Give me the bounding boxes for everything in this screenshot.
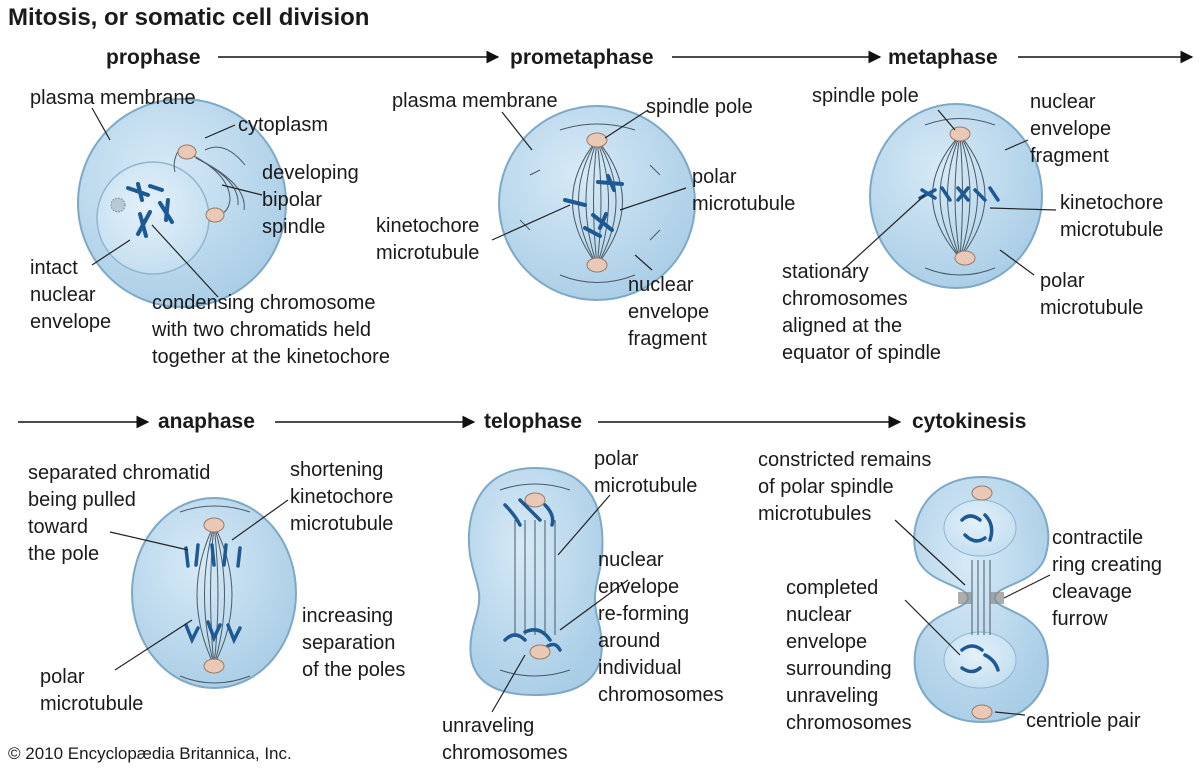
cytokinesis-cell [913, 475, 1050, 724]
label-plasma-membrane-prometaphase: plasma membrane [392, 90, 558, 112]
contractile-ring-left [958, 592, 972, 604]
phase-heading-prophase: prophase [106, 46, 201, 69]
label-kinetochore-microtubule-metaphase: kinetochore microtubule [1060, 192, 1164, 241]
label-cytoplasm: cytoplasm [238, 114, 329, 136]
cytokinesis-chromosomes [960, 513, 1000, 674]
contractile-ring-right [990, 592, 1004, 604]
cytokinesis-centriole-bottom [971, 704, 993, 720]
phase-heading-metaphase: metaphase [888, 46, 998, 69]
label-polar-microtubule-anaphase: polar microtubule [40, 666, 144, 715]
label-completed-nuclear-envelope: completed nuclear envelope surrounding u… [786, 577, 912, 734]
telophase-pole-top [524, 492, 546, 508]
prophase-spindle [173, 146, 246, 216]
prophase-centrosome-1 [177, 144, 197, 160]
label-kinetochore-microtubule-prometaphase: kinetochore microtubule [376, 215, 480, 264]
leader-lines [91, 107, 1057, 716]
prometaphase-chromosomes [563, 174, 624, 238]
cytokinesis-centriole-top [971, 485, 993, 501]
telophase-cell [467, 466, 604, 697]
label-polar-microtubule-prometaphase: polar microtubule [692, 166, 796, 215]
anaphase-chromosomes [184, 543, 242, 645]
label-nuclear-envelope-reforming: nuclear envelope re-forming around indiv… [598, 549, 724, 706]
metaphase-chromosomes [918, 186, 1000, 202]
label-plasma-membrane-prophase: plasma membrane [30, 87, 196, 109]
prometaphase-pole-bottom [586, 257, 608, 273]
label-separated-chromatid: separated chromatid being pulled toward … [28, 462, 211, 565]
label-spindle-pole-prometaphase: spindle pole [646, 96, 753, 118]
label-condensing-chromosome: condensing chromosome with two chromatid… [152, 292, 390, 368]
metaphase-pole-bottom [954, 250, 976, 266]
cytokinesis-nucleus-top [943, 499, 1017, 557]
phase-flow-arrows [18, 50, 1194, 429]
label-nuclear-envelope-fragment-prometaphase: nuclear envelope fragment [628, 274, 710, 350]
label-polar-microtubule-telophase: polar microtubule [594, 448, 698, 497]
copyright-notice: © 2010 Encyclopædia Britannica, Inc. [8, 744, 292, 763]
label-developing-bipolar-spindle: developing bipolar spindle [262, 162, 359, 238]
label-contractile-ring: contractile ring creating cleavage furro… [1052, 527, 1163, 630]
metaphase-pole-top [949, 126, 971, 142]
prophase-chromosomes [126, 182, 174, 238]
label-increasing-separation: increasing separation of the poles [302, 605, 406, 681]
metaphase-cell [869, 103, 1043, 289]
prophase-nucleolus [110, 197, 126, 213]
prometaphase-cell [498, 105, 696, 301]
prometaphase-pole-top [586, 132, 608, 148]
label-stationary-chromosomes: stationary chromosomes aligned at the eq… [782, 261, 942, 364]
telophase-pole-bottom [529, 644, 551, 660]
telophase-spindle [499, 483, 571, 677]
cytokinesis-nucleus-bottom [943, 631, 1017, 689]
anaphase-cell [131, 497, 297, 689]
phase-heading-telophase: telophase [484, 410, 583, 433]
prophase-nucleus [96, 161, 210, 275]
phase-heading-prometaphase: prometaphase [510, 46, 654, 69]
anaphase-spindle [179, 505, 251, 684]
label-intact-nuclear-envelope: intact nuclear envelope [30, 257, 112, 333]
prophase-cell [77, 98, 287, 308]
phase-heading-cytokinesis: cytokinesis [912, 410, 1027, 433]
label-nuclear-envelope-fragment-metaphase: nuclear envelope fragment [1030, 91, 1112, 167]
prophase-centrosome-2 [205, 207, 225, 223]
phase-heading-anaphase: anaphase [158, 410, 255, 433]
label-unraveling-chromosomes-telophase: unraveling chromosomes [442, 715, 568, 764]
label-constricted-remains: constricted remains of polar spindle mic… [758, 449, 932, 525]
label-spindle-pole-metaphase: spindle pole [812, 85, 919, 107]
anaphase-pole-top [203, 517, 225, 533]
label-centriole-pair: centriole pair [1026, 710, 1141, 732]
label-shortening-kinetochore-microtubule: shortening kinetochore microtubule [290, 459, 394, 535]
anaphase-pole-bottom [203, 658, 225, 674]
diagram-title: Mitosis, or somatic cell division [8, 4, 370, 31]
label-polar-microtubule-metaphase: polar microtubule [1040, 270, 1144, 319]
